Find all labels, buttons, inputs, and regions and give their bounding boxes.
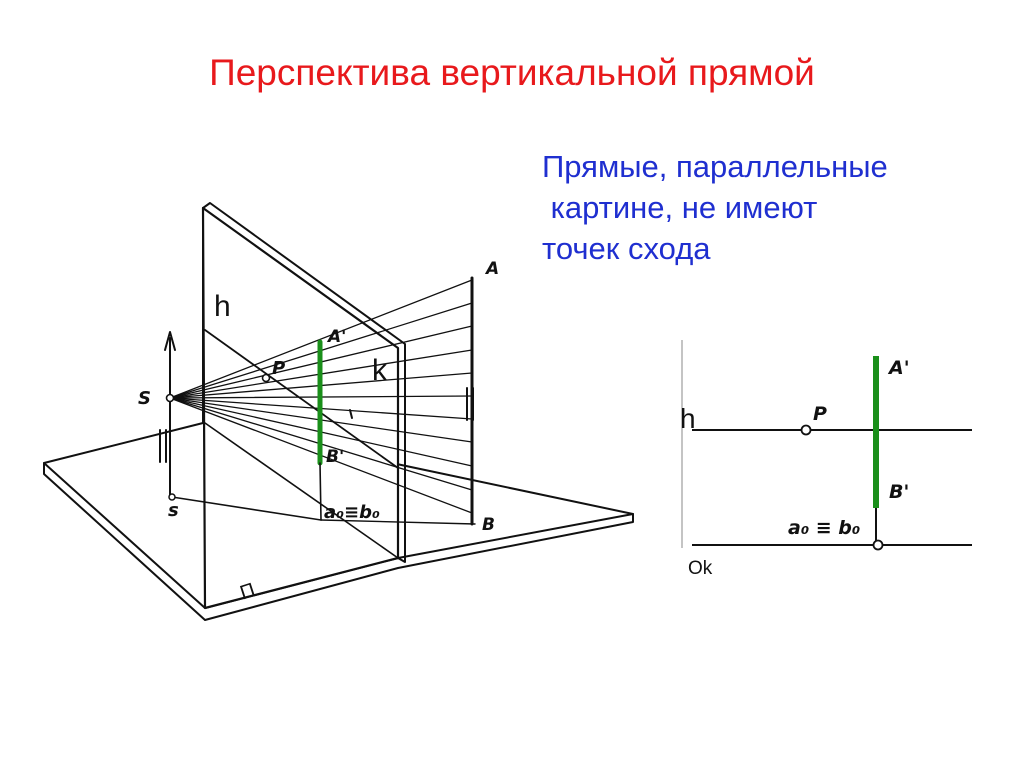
explanation-note: Прямые, параллельные картине, не имеют т…	[542, 146, 1012, 269]
label-A-prime: A'	[326, 327, 346, 347]
foot-projection-line	[171, 496, 322, 521]
ortho-label-Ok: Ok	[688, 558, 713, 579]
scene-3d-labels: h k S s P A' B' A B a₀≡b₀ П	[138, 259, 499, 605]
ortho-base-point	[872, 539, 884, 551]
foot-to-b	[320, 519, 476, 525]
label-s: s	[168, 500, 179, 521]
orthographic-labels: h P A' B' a₀ ≡ b₀ Ok	[680, 357, 910, 579]
ortho-label-P: P	[813, 403, 827, 425]
label-P: P	[272, 358, 285, 379]
label-pi: П	[237, 579, 257, 604]
orthographic-view	[681, 340, 972, 551]
station-arrow-icon	[164, 331, 176, 351]
ground-line	[204, 422, 399, 559]
ortho-label-a0-b0: a₀ ≡ b₀	[788, 517, 860, 539]
note-line-2: картине, не имеют	[542, 190, 818, 225]
tick-mark	[349, 409, 353, 419]
label-B-prime: B'	[326, 447, 344, 467]
ortho-label-B-prime: B'	[889, 481, 909, 503]
label-k: k	[372, 354, 388, 387]
ortho-principal-point	[800, 424, 812, 436]
image-to-foot	[319, 462, 322, 521]
ground-plane-edge	[43, 462, 634, 621]
slide-title: Перспектива вертикальной прямой	[209, 52, 815, 93]
foot-point-marker	[168, 493, 176, 501]
principal-point-marker	[261, 373, 271, 383]
scene-3d	[43, 202, 634, 621]
picture-plane-thickness	[202, 202, 406, 563]
horizon-line	[204, 329, 399, 469]
label-S: S	[138, 388, 151, 409]
ortho-label-A-prime: A'	[887, 357, 910, 379]
station-point-marker	[165, 393, 175, 403]
note-line-1: Прямые, параллельные	[542, 149, 888, 184]
label-B: B	[482, 515, 495, 535]
ortho-label-h: h	[680, 403, 696, 434]
label-h: h	[214, 290, 231, 323]
ground-plane	[43, 422, 634, 609]
label-A: A	[484, 259, 499, 279]
note-line-3: точек схода	[542, 231, 711, 266]
label-a0-b0: a₀≡b₀	[324, 502, 380, 523]
